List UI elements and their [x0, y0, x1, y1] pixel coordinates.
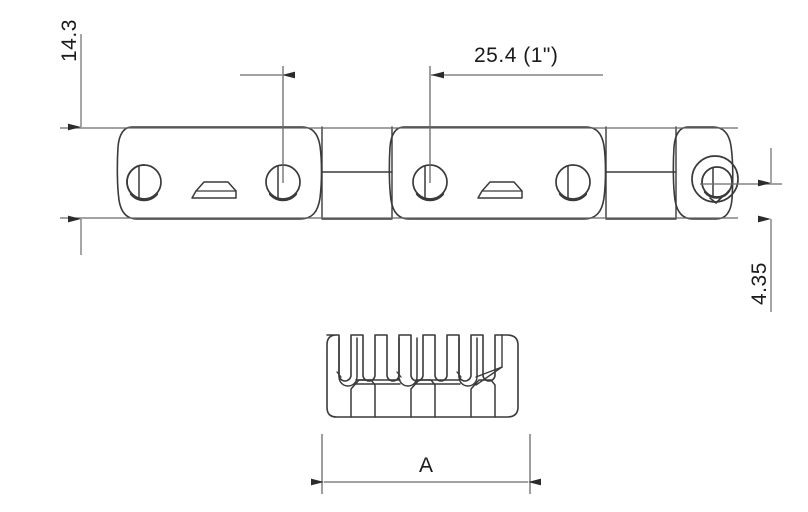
center-boss-tab	[477, 181, 523, 199]
inner-plate-segment	[321, 126, 393, 220]
bottom-finger	[350, 379, 376, 418]
dimension-width-a: A	[311, 434, 541, 494]
dimension-height-14-3: 14.3	[58, 19, 738, 255]
center-boss-tab	[191, 181, 237, 199]
inner-finger	[456, 337, 478, 387]
dimension-pitch-25-4: 25.4 (1")	[240, 44, 603, 183]
end-view	[326, 334, 519, 418]
dimension-label-pitch: 25.4 (1")	[474, 44, 558, 67]
link-plate-end	[672, 126, 739, 220]
inner-finger	[336, 337, 358, 387]
dimension-pin-height-4-35: 4.35	[700, 148, 782, 312]
link-plate	[388, 126, 607, 220]
dimension-label-pin-height: 4.35	[748, 262, 771, 305]
bottom-finger	[470, 379, 496, 418]
side-view	[116, 126, 739, 220]
inner-finger	[396, 337, 418, 387]
end-pin-boss	[691, 155, 739, 204]
pin-hook-detail	[475, 334, 503, 386]
dimension-label-width: A	[419, 454, 433, 477]
dimension-label-height: 14.3	[58, 19, 81, 62]
link-plate	[116, 126, 323, 220]
pin-bar	[355, 379, 461, 385]
bottom-finger	[410, 379, 436, 418]
inner-plate-segment	[605, 126, 677, 220]
